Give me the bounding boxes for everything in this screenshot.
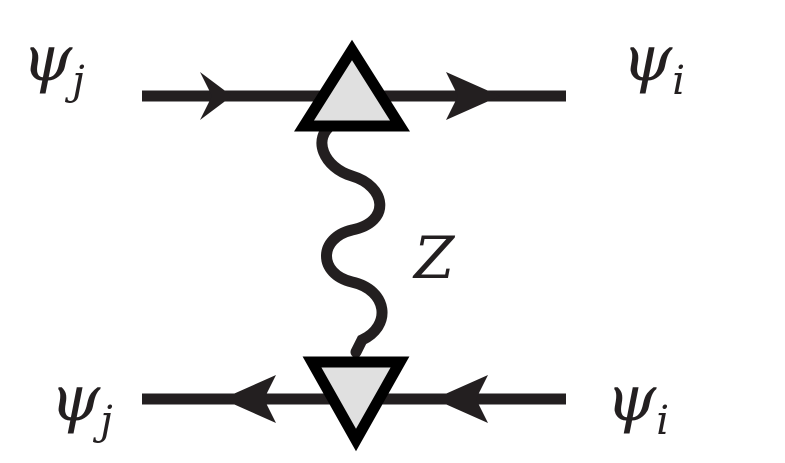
label-top-right: ψi bbox=[622, 22, 685, 104]
label-top-left: ψj bbox=[22, 22, 85, 104]
z-boson-propagator bbox=[316, 118, 388, 358]
bottom-right-arrow-icon bbox=[434, 375, 488, 423]
label-z-boson: Z bbox=[412, 224, 456, 292]
top-left-arrow-icon bbox=[200, 72, 232, 120]
top-right-arrow-icon bbox=[446, 72, 500, 120]
top-vertex-triangle-icon bbox=[294, 39, 410, 132]
bottom-left-arrow-icon bbox=[222, 375, 276, 423]
label-bottom-left: ψj bbox=[50, 362, 113, 444]
label-bottom-right: ψi bbox=[606, 362, 669, 444]
bottom-vertex-triangle-icon bbox=[302, 356, 410, 452]
